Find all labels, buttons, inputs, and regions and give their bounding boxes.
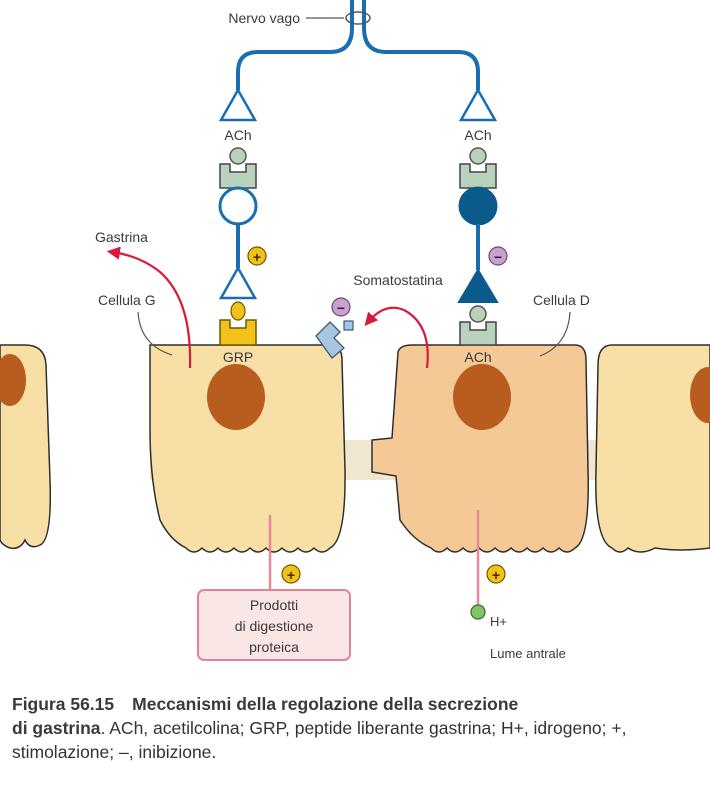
products-line-3: proteica	[249, 639, 299, 655]
g-cell-label: Cellula G	[98, 292, 156, 308]
protein-digestion-products-box	[197, 589, 351, 661]
somatostatin-arrow	[364, 306, 429, 369]
nerve-terminal	[458, 87, 498, 122]
minus-circle-icon	[331, 297, 351, 317]
right-neighbor-cell	[595, 344, 710, 553]
figure-caption: Figura 56.15 Meccanismi della regolazione…	[12, 692, 702, 764]
ach-molecule	[229, 147, 247, 165]
minus-sign: −	[494, 249, 502, 265]
plus-circle-icon	[486, 564, 506, 584]
g-cell-leader	[137, 311, 173, 356]
nerve-label: Nervo vago	[228, 10, 300, 26]
ach-label-left: ACh	[224, 127, 251, 143]
lumen-label: Lume antrale	[490, 646, 566, 661]
figure-number: Figura 56.15	[12, 694, 115, 714]
products-line-1: Prodotti	[250, 597, 298, 613]
g-cell	[149, 344, 346, 553]
vagus-right-branch	[362, 0, 480, 90]
grp-molecule	[230, 301, 246, 321]
ach-receptor	[219, 163, 257, 189]
vagus-left-branch	[236, 0, 354, 90]
ach-receptor	[459, 163, 497, 189]
gastrin-arrow	[106, 246, 192, 369]
nerve-ring	[345, 11, 371, 25]
nerve-terminal	[218, 265, 258, 300]
plus-sign: +	[253, 249, 261, 265]
minus-circle-icon	[488, 246, 508, 266]
nerve-terminal	[457, 268, 499, 303]
d-cell-leader	[539, 311, 571, 357]
d-cell-label: Cellula D	[533, 292, 590, 308]
plus-sign: +	[492, 567, 500, 583]
nerve-terminal	[218, 87, 258, 122]
ach-receptor-label: ACh	[464, 349, 491, 365]
caption-body: . ACh, acetilcolina; GRP, peptide libera…	[12, 718, 627, 762]
plus-sign: +	[287, 567, 295, 583]
d-cell	[371, 344, 589, 553]
plus-circle-icon	[281, 564, 301, 584]
d-cell-nucleus	[453, 364, 511, 430]
ach-receptor	[459, 321, 497, 346]
lumen-area	[0, 458, 710, 658]
somatostatin-molecule	[343, 320, 354, 331]
plus-circle-icon	[247, 246, 267, 266]
ach-label-right: ACh	[464, 127, 491, 143]
gastrin-regulation-diagram: Nervo vago ACh + GRP ACh − ACh Somatosta…	[0, 0, 710, 661]
g-cell-nucleus	[207, 364, 265, 430]
inhibitory-neuron-body	[458, 186, 498, 226]
ach-molecule	[469, 147, 487, 165]
caption-title-line-2: di gastrina	[12, 718, 101, 738]
hydrogen-label: H+	[490, 614, 507, 629]
gastrin-label: Gastrina	[95, 229, 148, 245]
grp-receptor	[219, 319, 257, 346]
somatostatin-label: Somatostatina	[353, 272, 443, 288]
neuron-body	[218, 186, 258, 226]
products-line-2: di digestione	[235, 618, 314, 634]
minus-sign: −	[337, 300, 345, 316]
nucleus	[0, 354, 26, 406]
hydrogen-ion-icon	[470, 604, 486, 620]
caption-title-line-1: Meccanismi della regolazione della secre…	[132, 694, 519, 714]
nucleus	[690, 367, 710, 423]
somatostatin-receptor	[315, 321, 345, 359]
grp-label: GRP	[223, 349, 253, 365]
ach-molecule	[469, 305, 487, 323]
